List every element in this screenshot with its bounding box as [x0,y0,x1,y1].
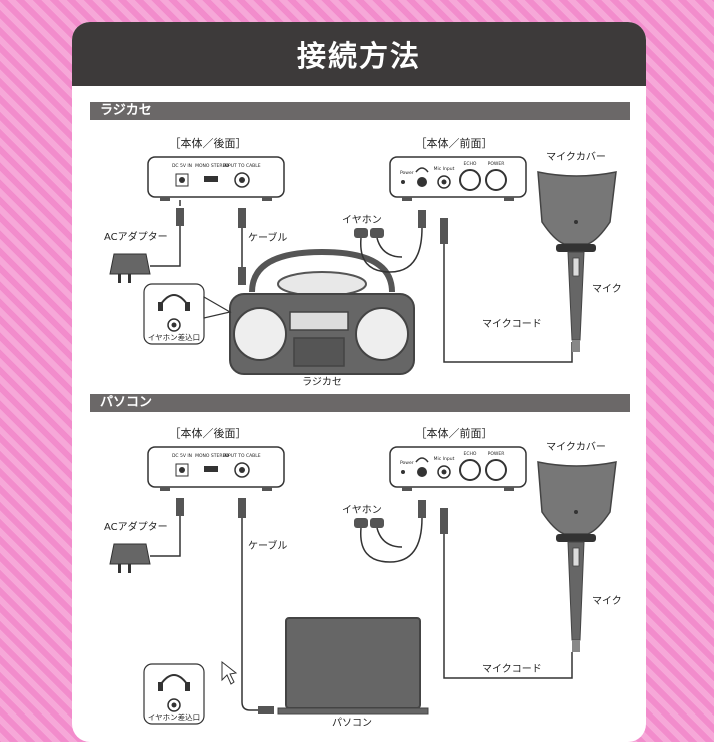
headphones-icon [415,457,429,463]
instruction-panel: 接続方法 ラジカセ パソコン ［本体／後面］ DC 5V IN MONO STE… [72,22,646,742]
front-port-mic: Mic Input [434,456,455,462]
echo-knob [459,459,481,481]
cable-label: ケーブル [248,539,287,552]
earphones [354,210,426,273]
port-label-mono-stereo: MONO STEREO [195,163,229,169]
earphone-label: イヤホン [342,214,382,226]
earphone-label: イヤホン [342,504,382,516]
front-port-echo: ECHO [464,451,477,457]
rear-label: ［本体／後面］ [170,426,247,440]
earphone-jack-label: イヤホン差込口 [148,332,200,342]
power-knob [485,169,507,191]
headphones-icon [415,167,429,173]
front-port-power: Power [400,170,414,176]
rear-label: ［本体／後面］ [170,136,247,150]
mono-stereo-switch [204,466,218,472]
mono-stereo-switch [204,176,218,182]
headphones-icon [160,294,188,305]
earphones [354,500,426,563]
mic-cover-label: マイクカバー [546,151,606,163]
mic-cover [537,461,617,542]
mic-cover-label: マイクカバー [546,441,606,453]
section-bar-pc: パソコン [90,394,630,412]
cable-label: ケーブル [248,231,287,244]
ac-adapter-label: ACアダプター [104,520,168,533]
front-port-echo: ECHO [464,161,477,167]
radio-cassette [229,248,415,375]
port-label-input: INPUT TO CABLE [223,163,260,169]
connection-diagram-radio: ［本体／後面］ DC 5V IN MONO STEREO INPUT TO CA… [104,136,622,729]
device-label: パソコン [332,717,372,729]
microphone [567,251,585,352]
mic-label: マイク [592,595,622,607]
earphone-jack-callout: イヤホン差込口 [143,283,232,345]
mic-cover [537,171,617,252]
port-label-dc: DC 5V IN [172,163,192,169]
headphones-icon [160,674,188,685]
mic-label: マイク [592,283,622,295]
mic-cord-label: マイクコード [482,318,542,330]
section-bar-radio: ラジカセ [90,102,630,120]
front-label: ［本体／前面］ [416,136,493,150]
ac-adapter-label: ACアダプター [104,230,168,243]
power-knob [485,459,507,481]
front-port-power: Power [400,460,414,466]
page-title: 接続方法 [72,22,646,86]
front-port-power-knob: POWER [488,451,505,457]
unit-front: Power Mic Input ECHO POWER [389,156,527,201]
front-port-power-knob: POWER [488,161,505,167]
port-label-dc: DC 5V IN [172,453,192,459]
port-label-mono-stereo: MONO STEREO [195,453,229,459]
front-port-mic: Mic Input [434,166,455,172]
earphone-jack-callout: イヤホン差込口 [143,663,205,725]
cursor-icon [221,660,238,685]
ac-adapter [109,543,151,573]
unit-rear: DC 5V IN MONO STEREO INPUT TO CABLE [147,156,285,201]
unit-front: Power Mic Input ECHO POWER [389,446,527,491]
echo-knob [459,169,481,191]
microphone [567,541,585,652]
mic-cord-label: マイクコード [482,663,542,675]
unit-rear: DC 5V IN MONO STEREO INPUT TO CABLE [147,446,285,491]
front-label: ［本体／前面］ [416,426,493,440]
device-label: ラジカセ [302,376,342,388]
ac-adapter [109,253,151,283]
port-label-input: INPUT TO CABLE [223,453,260,459]
laptop [221,617,429,715]
